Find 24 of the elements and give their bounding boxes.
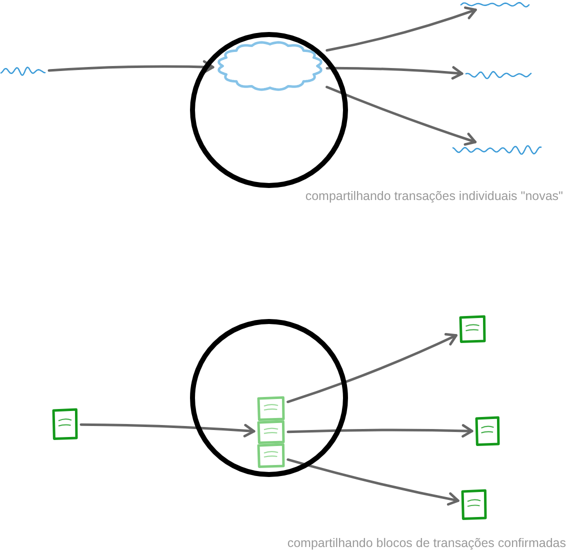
arrow — [48, 60, 214, 74]
arrow — [326, 6, 477, 52]
cloud-shape — [216, 40, 324, 92]
arrow — [326, 86, 477, 146]
document-icon — [52, 408, 78, 440]
document-icon — [257, 396, 285, 421]
arrow — [286, 424, 474, 438]
document-icon — [461, 489, 487, 520]
caption: compartilhando transações individuais "novas" — [305, 189, 563, 204]
scribble-icon — [460, 0, 530, 9]
arrow — [286, 332, 458, 404]
arrow — [80, 423, 256, 438]
document-icon — [475, 416, 500, 446]
document-icon — [257, 420, 285, 444]
scribble-icon — [452, 143, 542, 157]
arrow — [286, 458, 460, 506]
document-icon — [459, 315, 486, 343]
arrow — [326, 66, 464, 80]
document-icon — [257, 443, 285, 468]
scribble-icon — [465, 69, 532, 81]
scribble-icon — [0, 64, 46, 78]
node-circle — [190, 319, 348, 477]
node-circle — [190, 32, 348, 188]
caption: compartilhando blocos de transações confirmadas — [287, 536, 566, 551]
